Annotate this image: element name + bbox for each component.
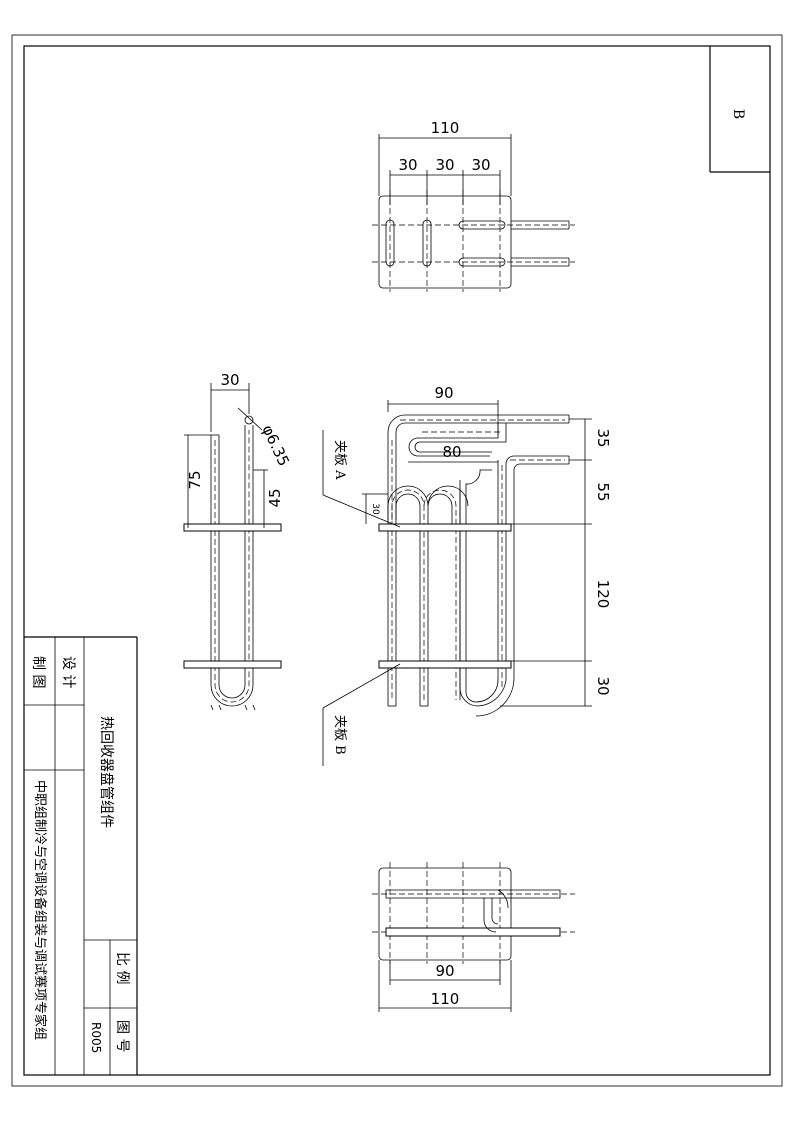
design-label: 设 计 xyxy=(60,656,76,688)
front-dim-35: 35 xyxy=(594,428,612,447)
outer-border xyxy=(11,34,783,1087)
top-dim-30-c: 30 xyxy=(471,156,490,174)
top-dim-110: 110 xyxy=(431,119,460,137)
front-plate-a xyxy=(378,523,512,532)
front-dim-80: 80 xyxy=(442,443,461,461)
zone-box: B xyxy=(709,46,770,173)
top-view-plate xyxy=(378,195,512,289)
label-plate-b: 夹板 B xyxy=(332,715,347,755)
side-dim-75: 75 xyxy=(186,470,204,489)
front-dim-30-small: 30 xyxy=(370,503,380,515)
front-dim-30-bottom: 30 xyxy=(594,676,612,695)
bottom-dim-90: 90 xyxy=(435,962,454,980)
scale-label: 比 例 xyxy=(114,952,130,984)
bottom-view: 90 110 xyxy=(372,862,575,1012)
top-dim-30-b: 30 xyxy=(435,156,454,174)
side-view: 30 φ6.35 75 45 xyxy=(183,371,293,711)
side-dim-diameter: φ6.35 xyxy=(258,422,293,469)
top-dim-30-a: 30 xyxy=(398,156,417,174)
top-view: 110 30 30 30 xyxy=(372,119,575,292)
inner-border xyxy=(23,45,771,1076)
drawing-no-label: 图 号 xyxy=(114,1020,130,1052)
part-name: 热回收器盘管组件 xyxy=(98,716,115,828)
bottom-dim-110: 110 xyxy=(431,990,460,1008)
side-dim-30: 30 xyxy=(220,371,239,389)
organization: 中职组制冷与空调设备组装与调试赛项专家组 xyxy=(32,780,48,1040)
draw-label: 制 图 xyxy=(30,656,46,688)
side-plate-b xyxy=(183,660,282,669)
label-plate-a: 夹板 A xyxy=(332,440,347,480)
title-block: 制 图 设 计 热回收器盘管组件 中职组制冷与空调设备组装与调试赛项专家组 比 … xyxy=(24,636,138,1075)
front-dim-120: 120 xyxy=(594,580,612,609)
front-view: 90 80 35 55 120 30 30 夹板 A 夹板 B xyxy=(322,384,612,766)
front-plate-b xyxy=(378,660,512,669)
side-dim-45: 45 xyxy=(266,488,284,507)
side-plate-a xyxy=(183,523,282,532)
front-dim-90: 90 xyxy=(434,384,453,402)
drawing-no: R005 xyxy=(89,1022,103,1053)
front-dim-55: 55 xyxy=(594,482,612,501)
bottom-view-plate xyxy=(378,867,512,961)
zone-letter: B xyxy=(730,109,746,119)
